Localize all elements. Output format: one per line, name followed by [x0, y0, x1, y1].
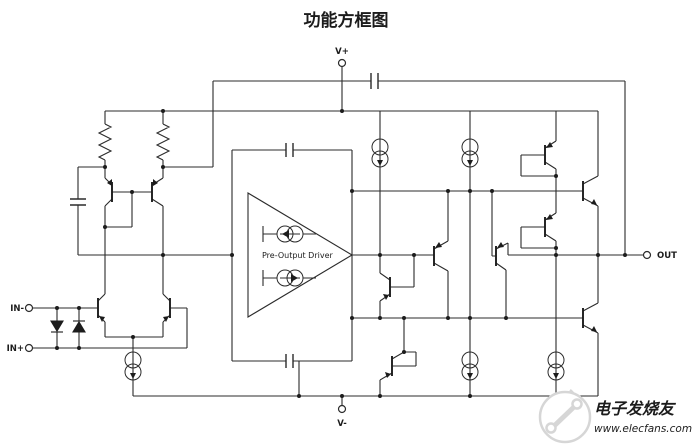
- in-minus-label: IN-: [10, 304, 24, 314]
- compensation-capacitor-top: [370, 73, 379, 89]
- v-minus-label: V-: [337, 419, 347, 429]
- driver-label: Pre-Output Driver: [262, 251, 333, 260]
- in-plus-terminal: [24, 343, 34, 353]
- junction-dots: [55, 109, 627, 398]
- watermark-site-name: 电子发烧友: [594, 399, 677, 418]
- transistor-bars: [97, 145, 584, 376]
- plug-icon: [538, 389, 592, 444]
- current-source-tail: [124, 351, 142, 381]
- current-source-2: [461, 138, 479, 168]
- v-plus-label: V+: [335, 47, 349, 57]
- watermark-site-url: www.elecfans.com: [594, 423, 692, 435]
- transistor-arrows: [99, 142, 597, 378]
- v-minus-terminal: [337, 404, 347, 414]
- in-minus-terminal: [24, 303, 34, 313]
- out-label: OUT: [657, 251, 677, 261]
- clamp-diode-down: [50, 320, 64, 333]
- current-source-4: [547, 351, 565, 381]
- driver-capacitor-bottom: [285, 354, 294, 368]
- load-resistor-right: [155, 123, 171, 161]
- current-source-3: [461, 351, 479, 381]
- clamp-diode-up: [72, 320, 86, 333]
- in-plus-label: IN+: [7, 344, 24, 354]
- driver-capacitor-top: [285, 143, 294, 157]
- wires: [33, 67, 643, 405]
- load-resistor-left: [97, 123, 113, 161]
- v-plus-terminal: [337, 58, 347, 68]
- watermark: 电子发烧友 www.elecfans.com: [538, 389, 692, 444]
- input-stage-capacitor: [70, 198, 86, 206]
- current-source-1: [371, 138, 389, 168]
- current-source-arrows: [130, 160, 559, 379]
- page-title: 功能方框图: [304, 10, 389, 31]
- out-terminal: [642, 250, 652, 260]
